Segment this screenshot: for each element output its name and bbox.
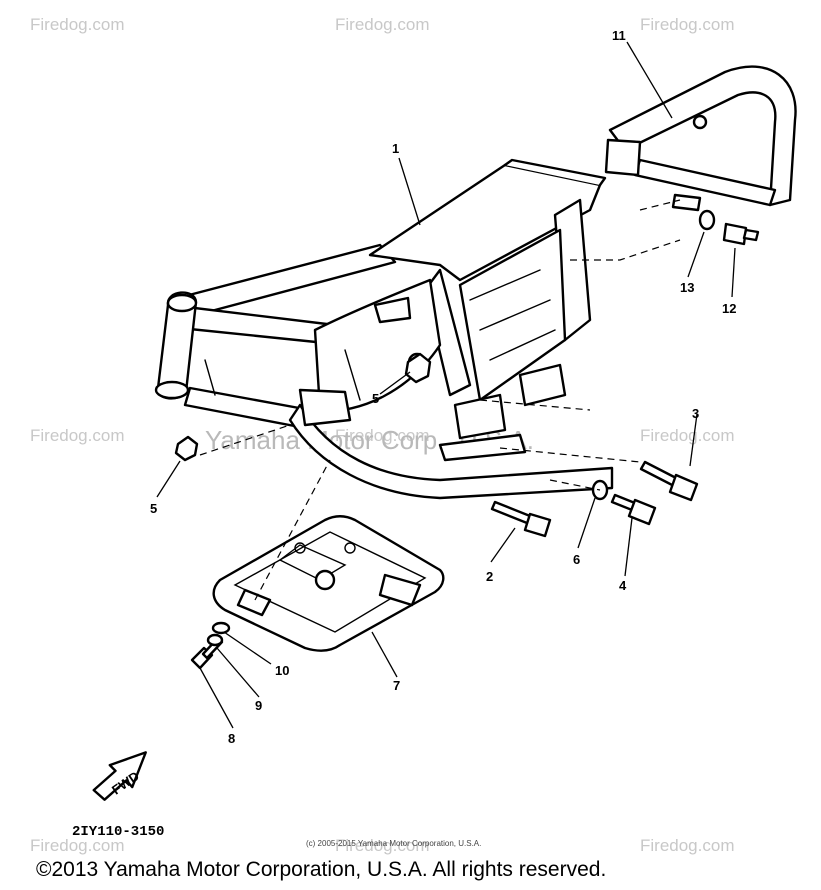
washer-part-10 bbox=[211, 621, 231, 635]
callout-9: 9 bbox=[255, 698, 262, 713]
callout-12: 12 bbox=[722, 301, 736, 316]
washer-part-13 bbox=[698, 209, 716, 231]
skid-plate-part-7 bbox=[212, 515, 445, 652]
bolt-part-3 bbox=[639, 460, 699, 502]
watermark-top-left: Firedog.com bbox=[30, 15, 124, 34]
callout-13: 13 bbox=[680, 280, 694, 295]
fwd-arrow-icon: FWD bbox=[92, 751, 147, 801]
callout-8: 8 bbox=[228, 731, 235, 746]
callout-3: 3 bbox=[692, 406, 699, 421]
callout-5-right: 5 bbox=[372, 391, 379, 406]
bolt-part-4 bbox=[610, 493, 657, 526]
frame-part-1 bbox=[154, 158, 614, 500]
callout-10: 10 bbox=[275, 663, 289, 678]
callout-5-left: 5 bbox=[150, 501, 157, 516]
washer-part-9 bbox=[206, 633, 224, 647]
assembly-lines bbox=[199, 199, 681, 601]
watermark-bottom-left: Firedog.com bbox=[30, 836, 124, 855]
watermark-top-right: Firedog.com bbox=[640, 15, 734, 34]
bolt-part-12 bbox=[722, 222, 760, 246]
watermark-bottom-center: Firedog.com bbox=[335, 836, 429, 855]
callouts: 1 2 3 4 5 5 6 7 8 9 10 11 12 13 bbox=[150, 28, 736, 746]
rear-bar-part-11 bbox=[604, 65, 797, 212]
watermark-bottom-right: Firedog.com bbox=[640, 836, 734, 855]
callout-11: 11 bbox=[612, 28, 626, 43]
watermark-mid-left: Firedog.com bbox=[30, 426, 124, 445]
copyright-notice: ©2013 Yamaha Motor Corporation, U.S.A. A… bbox=[36, 858, 606, 881]
leader-lines bbox=[156, 41, 736, 729]
nut-part-5-left bbox=[174, 435, 199, 462]
callout-7: 7 bbox=[393, 678, 400, 693]
small-copyright: (c) 2005-2015 Yamaha Motor Corporation, … bbox=[306, 839, 481, 848]
callout-6: 6 bbox=[573, 552, 580, 567]
callout-2: 2 bbox=[486, 569, 493, 584]
bolt-part-2 bbox=[490, 500, 552, 538]
drawing-code: 2IY110-3150 bbox=[72, 824, 164, 840]
callout-1: 1 bbox=[392, 141, 399, 156]
watermark-mid-right: Firedog.com bbox=[640, 426, 734, 445]
watermark-top-center: Firedog.com bbox=[335, 15, 429, 34]
nut-part-5-right bbox=[404, 352, 432, 384]
watermark-mid-center: Firedog.com bbox=[335, 426, 429, 445]
callout-4: 4 bbox=[619, 578, 627, 593]
